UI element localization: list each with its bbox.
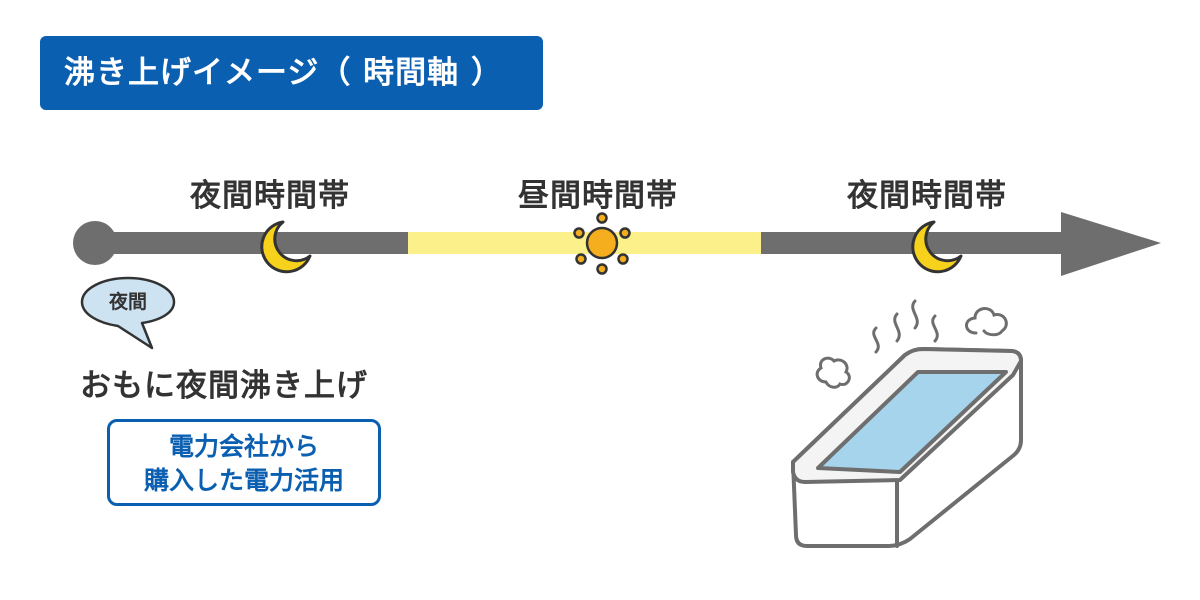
period-label-night-first: 夜間時間帯	[190, 178, 350, 214]
period-label-night-second: 夜間時間帯	[847, 178, 1007, 214]
power-source-line-2: 購入した電力活用	[143, 466, 344, 495]
title-banner: 沸き上げイメージ（ 時間軸 ）	[40, 36, 543, 110]
power-source-box: 電力会社から 購入した電力活用	[107, 419, 381, 506]
timeline-segment-day	[408, 232, 761, 254]
bathtub-icon	[791, 347, 1023, 548]
steam-icon	[815, 299, 1008, 389]
speech-bubble	[80, 276, 176, 350]
timeline-arrowhead	[1061, 212, 1161, 276]
bubble-label: 夜間	[108, 291, 147, 313]
crescent-moon-icon	[260, 220, 312, 274]
crescent-moon-icon	[911, 220, 963, 274]
night-heating-caption: おもに夜間沸き上げ	[80, 368, 368, 404]
period-label-day: 昼間時間帯	[518, 178, 678, 214]
sun-icon	[573, 212, 631, 275]
timeline-segment-night-first	[95, 232, 408, 254]
power-source-line-1: 電力会社から	[168, 432, 319, 461]
